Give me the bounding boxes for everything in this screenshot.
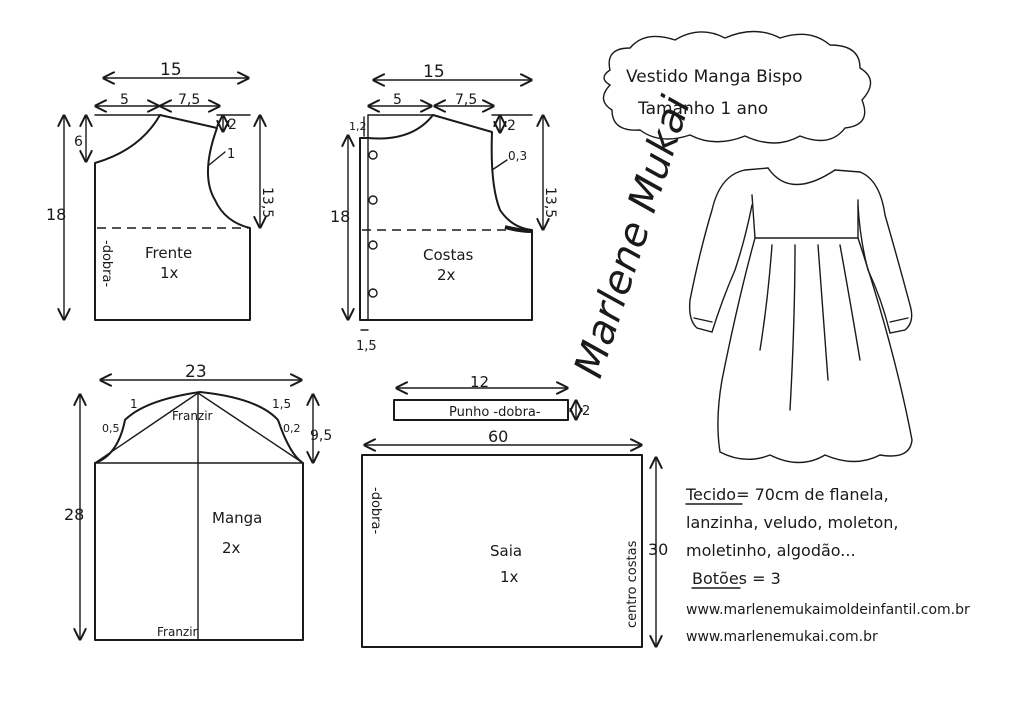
notes-block: Tecido= 70cm de flanela, lanzinha, velud… (685, 485, 970, 645)
costas-shoulderdrop-label: 2 (507, 118, 516, 134)
frente-shoulder-label: 7,5 (178, 92, 200, 108)
frente-outline (94, 114, 251, 321)
notes-buttons: Botões = 3 (692, 569, 781, 588)
manga-c-left-top: 1 (130, 397, 138, 411)
dress-left-cuff (693, 317, 713, 323)
saia-fold-label: -dobra- (368, 487, 383, 534)
frente-height-label: 18 (46, 205, 66, 224)
costas-neckdepth-label: 1,2 (349, 120, 367, 133)
costas-armholeheight-label: 13,5 (542, 187, 558, 218)
costas-piece: 15 5 7,5 1,2 2 0,3 13,5 18 1,5 Costas 2x (330, 62, 558, 354)
manga-qty: 2x (222, 539, 241, 557)
punho-width-label: 12 (470, 373, 489, 391)
frente-name: Frente (145, 244, 192, 262)
costas-extension-label: 1,5 (356, 339, 377, 354)
button-mark (368, 288, 378, 298)
saia-qty: 1x (500, 568, 519, 586)
costas-name: Costas (423, 246, 474, 264)
manga-outline (94, 391, 304, 641)
dress-left-sleeve (688, 169, 753, 333)
frente-piece: 15 5 7,5 6 2 1 13,5 18 -dobra- Frente 1x (46, 60, 275, 321)
punho-label: Punho -dobra- (449, 405, 541, 420)
punho-outline (393, 399, 569, 421)
notes-fabric-2: lanzinha, veludo, moleton, (686, 513, 898, 532)
manga-guide-right (197, 392, 304, 464)
costas-qty: 2x (437, 266, 456, 284)
notes-url2: www.marlenemukai.com.br (686, 629, 878, 645)
frente-armhole-label: 1 (227, 147, 235, 162)
costas-outline (359, 114, 533, 321)
dress-illustration (688, 167, 913, 464)
saia-height-label: 30 (648, 540, 668, 559)
manga-name: Manga (212, 509, 262, 527)
saia-name: Saia (490, 542, 522, 560)
dress-right-cuff (889, 317, 909, 323)
dress-bodice (744, 167, 861, 239)
signature: Marlene Mukai (566, 91, 700, 383)
saia-piece: 60 30 -dobra- centro costas Saia 1x (361, 427, 668, 648)
frente-qty: 1x (160, 264, 179, 282)
manga-gather-bottom: Franzir (157, 625, 198, 639)
manga-capheight-label: 9,5 (310, 428, 332, 444)
costas-armhole-arrow (491, 159, 508, 171)
dress-right-sleeve (857, 171, 913, 334)
costas-armhole-label: 0,3 (508, 149, 527, 163)
costas-armhole-mark (504, 225, 533, 233)
dress-skirt (717, 237, 913, 464)
title-line2: Tamanho 1 ano (637, 99, 768, 119)
manga-c-right-top: 1,5 (272, 397, 291, 411)
dress-neckline (767, 167, 836, 186)
costas-width-label: 15 (423, 62, 445, 82)
costas-shoulder-label: 7,5 (455, 92, 477, 108)
button-mark (368, 240, 378, 250)
manga-c-left-side: 0,5 (102, 422, 120, 435)
frente-shoulderdrop-label: 2 (228, 117, 237, 133)
notes-url1: www.marlenemukaimoldeinfantil.com.br (686, 602, 970, 618)
saia-center-label: centro costas (625, 540, 640, 628)
button-mark (368, 195, 378, 205)
signature-text: Marlene Mukai (566, 91, 700, 383)
manga-c-right-side: 0,2 (283, 422, 301, 435)
dress-folds (759, 244, 861, 411)
button-mark (368, 150, 378, 160)
manga-gather-top: Franzir (172, 409, 213, 423)
saia-outline (361, 454, 643, 648)
title-cloud: Vestido Manga Bispo Tamanho 1 ano (602, 30, 872, 144)
manga-width-label: 23 (185, 362, 207, 382)
cloud-outline (602, 30, 872, 144)
manga-piece: 23 9,5 28 1 0,5 1,5 0,2 Franzir Manga 2x… (64, 362, 332, 641)
manga-height-label: 28 (64, 505, 84, 524)
costas-neck-label: 5 (393, 92, 402, 108)
frente-armholeheight-label: 13,5 (259, 187, 275, 218)
punho-height-label: 2 (582, 404, 590, 419)
frente-fold-label: -dobra- (99, 240, 114, 287)
title-line1: Vestido Manga Bispo (626, 67, 803, 87)
saia-width-label: 60 (488, 427, 508, 446)
frente-neckdepth-label: 6 (74, 134, 83, 150)
costas-height-label: 18 (330, 207, 350, 226)
frente-width-label: 15 (160, 60, 182, 80)
notes-fabric-3: moletinho, algodão... (686, 541, 856, 560)
notes-fabric-1: Tecido= 70cm de flanela, (685, 485, 889, 504)
frente-neck-label: 5 (120, 92, 129, 108)
frente-armhole-arrow (208, 151, 226, 166)
manga-guide-left (94, 392, 199, 464)
punho-piece: 12 Punho -dobra- 2 (393, 373, 590, 421)
